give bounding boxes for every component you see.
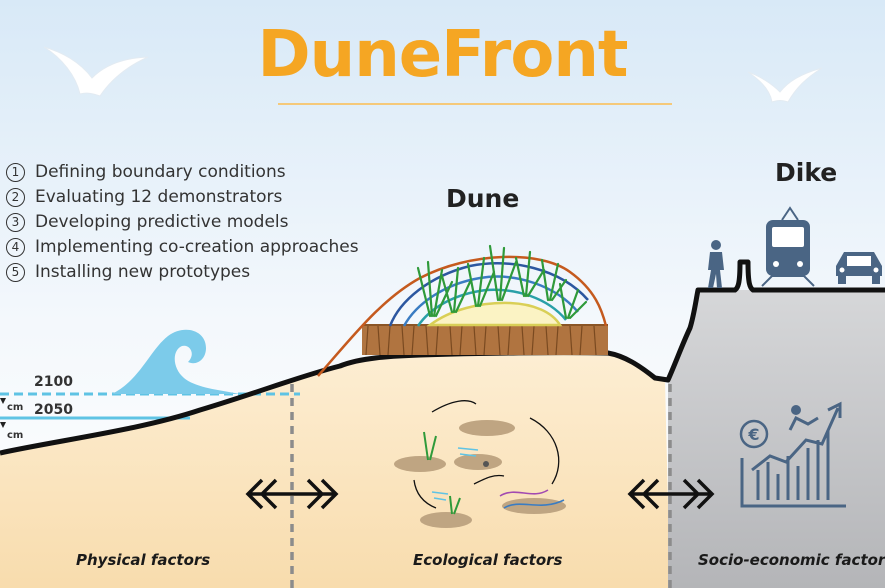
double-arrow-icon [245,478,339,510]
title: DuneFront [257,18,629,92]
ecological-cycle-icon [394,400,566,528]
step-number: 3 [6,213,25,232]
sea-level-unit-bottom: cm [7,430,24,441]
dune-boundary-blue-mid [402,275,579,327]
step-text: Developing predictive models [35,212,289,232]
step-item: 3 Developing predictive models [6,210,359,235]
dune-boundary-blue-dark [388,262,589,327]
sea-level-unit-top: cm [7,402,24,413]
dike-body [668,290,885,588]
person-icon [708,240,724,288]
socio-economic-factors-label: Socio-economic factors [698,551,885,569]
title-underline [278,103,672,105]
step-number: 2 [6,188,25,207]
step-text: Implementing co-creation approaches [35,237,359,257]
euro-growth-chart-icon: € [739,401,846,508]
double-arrow-icon [627,478,715,510]
dune-grass [416,244,588,320]
sea-level-2050-label: 2050 [34,402,73,418]
step-number: 1 [6,163,25,182]
svg-text:€: € [747,425,759,444]
step-text: Installing new prototypes [35,262,251,282]
car-icon [836,252,882,284]
reed-fence [362,324,608,356]
step-item: 5 Installing new prototypes [6,260,359,285]
steps-list: 1 Defining boundary conditions 2 Evaluatin… [6,160,359,285]
dike-label: Dike [775,158,838,187]
step-item: 1 Defining boundary conditions [6,160,359,185]
step-text: Defining boundary conditions [35,162,286,182]
step-number: 4 [6,238,25,257]
step-item: 2 Evaluating 12 demonstrators [6,185,359,210]
step-number: 5 [6,263,25,282]
tram-icon [761,206,815,287]
step-text: Evaluating 12 demonstrators [35,187,283,207]
step-item: 4 Implementing co-creation approaches [6,235,359,260]
ecological-factors-label: Ecological factors [413,551,563,569]
sand-ground [0,352,670,588]
seagull-icon [747,67,823,103]
sea-level-markers [0,398,6,428]
seagull-icon [43,46,149,97]
physical-factors-label: Physical factors [76,551,211,569]
wave-icon [112,329,240,394]
dune-sand-core [426,301,563,327]
dune-label: Dune [446,184,520,213]
sea-level-2100-label: 2100 [34,374,73,390]
